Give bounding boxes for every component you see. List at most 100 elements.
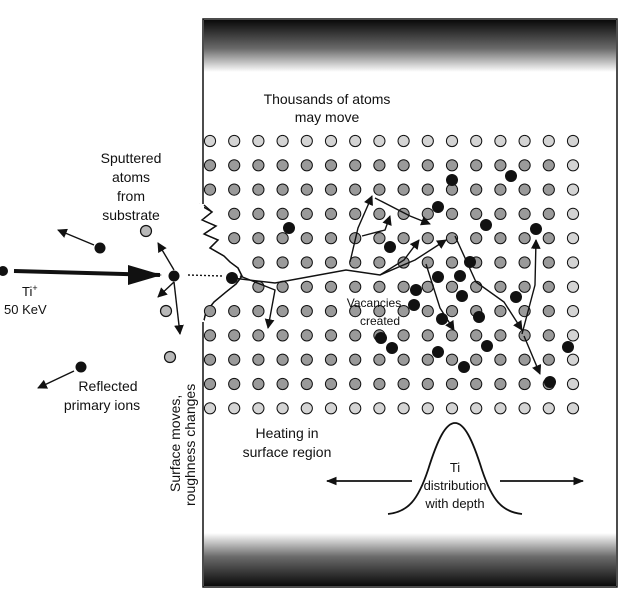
substrate-block [196, 18, 618, 588]
lattice-atom [494, 329, 507, 342]
lattice-atom [397, 280, 410, 293]
lattice-atom [470, 159, 483, 172]
lattice-atom [566, 256, 580, 269]
lattice-atom [518, 402, 531, 415]
lattice-atom [276, 329, 289, 342]
lattice-atom [203, 402, 217, 415]
lattice-atom [228, 402, 241, 415]
lattice-atom [445, 353, 459, 366]
lattice-atom [566, 183, 580, 196]
lattice-atom [300, 207, 313, 220]
collision-cascade [231, 195, 542, 375]
lattice-atom [228, 207, 241, 220]
lattice-atom [445, 329, 459, 342]
lattice-atom [445, 134, 459, 148]
implanted-ti-atom [283, 222, 295, 234]
lattice-atom [300, 183, 313, 196]
sputtered-label-line3: from [117, 188, 145, 204]
lattice-atom [228, 183, 241, 196]
lattice-atom [276, 183, 289, 196]
lattice-atom [349, 402, 362, 415]
lattice-atom [494, 280, 507, 293]
lattice-atom [324, 232, 338, 245]
heating-label-line2: surface region [243, 444, 332, 460]
lattice-atom [276, 232, 289, 245]
lattice-atom [276, 353, 289, 366]
lattice-atom [566, 305, 580, 318]
lattice-atom [542, 353, 555, 366]
implanted-ti-atom [481, 340, 493, 352]
lattice-atom [203, 134, 217, 148]
lattice-atom [518, 183, 531, 196]
lattice-atom [397, 329, 410, 342]
reflected-label-line1: Reflected [78, 378, 137, 394]
lattice-atom [397, 183, 410, 196]
lattice-atom [373, 159, 386, 172]
lattice-atom [252, 329, 265, 342]
reflected-label-line2: primary ions [64, 397, 140, 413]
lattice-atom [518, 377, 531, 391]
lattice-atom [203, 183, 217, 196]
lattice-atom [373, 183, 386, 196]
lattice-atom [349, 256, 362, 269]
lattice-atom [228, 305, 241, 318]
lattice-atom [203, 377, 217, 391]
lattice-atom [494, 353, 507, 366]
lattice-atom [470, 134, 483, 148]
implanted-ti-atom [505, 170, 517, 182]
lattice-atom [494, 232, 507, 245]
lattice-atom [421, 305, 434, 318]
sputtered-label-line4: substrate [102, 207, 160, 223]
implanted-ti-atoms [283, 170, 574, 388]
lattice-atom [373, 134, 386, 148]
implanted-ti-atom [456, 290, 468, 302]
lattice-atom [421, 207, 434, 220]
lattice-atom [518, 280, 531, 293]
lattice-atom [518, 329, 531, 342]
lattice-atom [542, 207, 555, 220]
lattice-atom [349, 280, 362, 293]
lattice-atom [252, 232, 265, 245]
lattice-atom [300, 232, 313, 245]
lattice-atom [421, 353, 434, 366]
lattice-atom [566, 134, 580, 148]
lattice-atom [542, 402, 555, 415]
lattice-atom [252, 256, 265, 269]
implanted-ti-atom [458, 361, 470, 373]
ion-energy-label: 50 KeV [4, 302, 47, 317]
lattice-atom [445, 256, 459, 269]
lattice-atom [542, 305, 555, 318]
atom-lattice [203, 134, 580, 415]
substrate-bottom-shading [204, 533, 616, 586]
lattice-atom [228, 353, 241, 366]
lattice-atom [373, 232, 386, 245]
sputtered-label-line1: Sputtered [101, 150, 162, 166]
lattice-atom [421, 183, 434, 196]
lattice-atom [276, 377, 289, 391]
lattice-atom [373, 256, 386, 269]
lattice-atom [421, 134, 434, 148]
lattice-atom [203, 353, 217, 366]
lattice-atom [445, 159, 459, 172]
heating-label-line1: Heating in [255, 425, 318, 441]
lattice-atom [324, 353, 338, 366]
lattice-atom [300, 305, 313, 318]
lattice-atom [494, 134, 507, 148]
surface-label-line2: roughness changes [182, 384, 198, 506]
lattice-atom [324, 329, 338, 342]
lattice-atom [542, 134, 555, 148]
lattice-atom [566, 280, 580, 293]
implanted-ti-atom [454, 270, 466, 282]
lattice-atom [373, 305, 386, 318]
lattice-atom [349, 183, 362, 196]
thousands-label-line2: may move [295, 109, 360, 125]
lattice-atom [300, 402, 313, 415]
lattice-atom [494, 207, 507, 220]
lattice-atom [324, 207, 338, 220]
lattice-atom [445, 377, 459, 391]
lattice-atom [276, 305, 289, 318]
implanted-ti-atom [432, 271, 444, 283]
lattice-atom [494, 183, 507, 196]
lattice-atom [566, 159, 580, 172]
lattice-atom [566, 353, 580, 366]
